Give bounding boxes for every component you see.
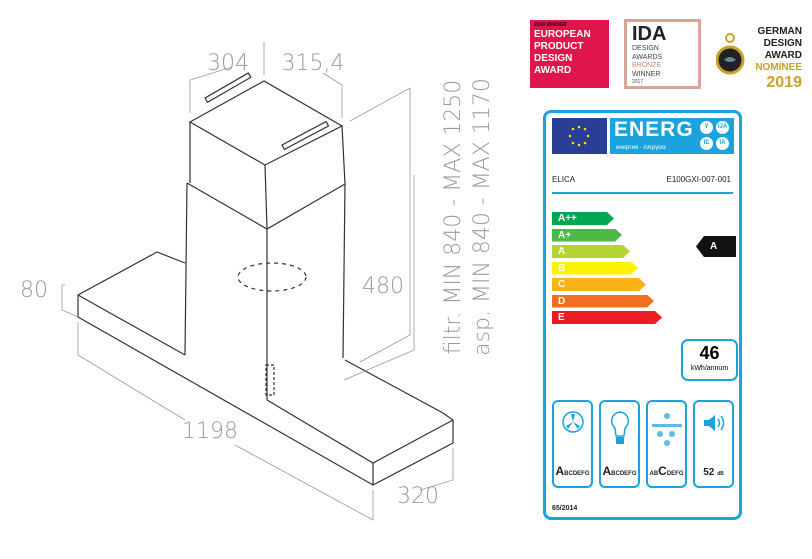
lang-circle: Y [700, 121, 713, 134]
dim-depth: 320 [397, 484, 439, 509]
light-class-rest: BCDEFG [611, 471, 637, 477]
energ-subtitle: енергия · ενεργεια [616, 145, 666, 151]
regulation-number: 65/2014 [552, 505, 578, 512]
light-bulb-icon [610, 411, 629, 444]
consumption-unit: kWh/annum [690, 365, 729, 372]
noise-unit: dB [717, 471, 724, 477]
fan-class-big: A [555, 464, 565, 478]
energy-class-bar: A+ [552, 229, 622, 242]
light-class-big: A [602, 464, 612, 478]
fan-class-rest: BCDEFG [564, 471, 590, 477]
energy-class-bar: B [552, 262, 638, 275]
german-design-award-badge: GERMAN DESIGN AWARD NOMINEE 2019 [716, 26, 802, 91]
dim-body-height: 480 [362, 274, 404, 299]
filter-class-rest: DEFG [666, 471, 684, 477]
epda-small: 2018 WINNER [534, 22, 567, 28]
epda-line2: PRODUCT [534, 41, 584, 52]
gda-l1: GERMAN [757, 26, 802, 37]
ida-title: IDA [632, 23, 667, 45]
energ-title: ENERG [614, 118, 694, 141]
ida-l4: WINNER [632, 70, 661, 78]
energy-class-bar: A [552, 245, 630, 258]
brand-name: ELICA [552, 175, 576, 184]
dim-chimney-width: 304 [207, 51, 249, 76]
energy-class-bar: E [552, 311, 662, 324]
ida-l3: BRONZE [632, 62, 662, 69]
lang-circle: IA [716, 137, 729, 150]
dim-height-extraction: asp. MIN 840 - MAX 1170 [470, 78, 495, 356]
consumption-value: 46 [699, 343, 720, 363]
gda-l2: DESIGN [763, 38, 802, 49]
epda-line3: DESIGN [534, 53, 573, 64]
energ-header: ENERG енергия · ενεργεια Y IJA IE IA [610, 118, 734, 154]
gda-l4: NOMINEE [755, 62, 802, 73]
consumption-box: 46 kWh/annum [681, 339, 738, 381]
dimension-lines [61, 42, 454, 521]
dim-thickness: 80 [20, 278, 48, 303]
grease-filter-icon [651, 413, 682, 446]
eu-flag-icon [552, 118, 607, 154]
energy-label: ENERG енергия · ενεργεια Y IJA IE IA ELI… [543, 110, 742, 520]
lang-circle: IJA [716, 121, 729, 134]
hood-technical-drawing: 304 315,4 80 1198 320 480 filtr. MIN 840… [20, 42, 495, 521]
divider [552, 192, 733, 194]
model-number: E100GXI-007-001 [666, 175, 732, 184]
ida-l1: DESIGN [632, 45, 659, 52]
ida-l2: AWARDS [632, 53, 663, 61]
lighting-efficiency-box: ABCDEFG [599, 400, 640, 488]
speaker-icon [703, 415, 724, 431]
epda-line4: AWARD [534, 65, 572, 76]
fan-efficiency-box: ABCDEFG [552, 400, 593, 488]
energy-class-bar: C [552, 278, 646, 291]
gda-l5: 2019 [766, 74, 802, 91]
dim-height-filter: filtr. MIN 840 - MAX 1250 [441, 80, 466, 355]
dim-width: 1198 [182, 419, 238, 444]
fan-icon [561, 411, 584, 433]
noise-box: 52 dB [693, 400, 734, 488]
filter-class-pre: AB [649, 471, 659, 477]
energy-class-bar: A++ [552, 212, 614, 225]
energy-class-bar: D [552, 295, 654, 308]
hood-outline [77, 72, 454, 486]
filter-class-big: C [658, 464, 667, 478]
rating-arrow: A [696, 236, 736, 257]
epda-line1: EUROPEAN [534, 29, 591, 40]
dim-chimney-depth: 315,4 [282, 51, 345, 76]
gda-l3: AWARD [764, 50, 802, 61]
european-product-design-award-badge: 2018 WINNER EUROPEAN PRODUCT DESIGN AWAR… [530, 20, 609, 88]
ida-l5: 2017 [632, 79, 644, 85]
lang-circle: IE [700, 137, 713, 150]
grease-filter-box: ABCDEFG [646, 400, 687, 488]
noise-value: 52 [703, 467, 715, 478]
medal-icon [716, 33, 745, 75]
ida-design-award-badge: IDA DESIGN AWARDS BRONZE WINNER 2017 [624, 19, 701, 89]
